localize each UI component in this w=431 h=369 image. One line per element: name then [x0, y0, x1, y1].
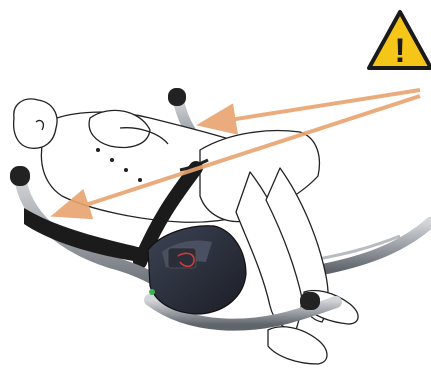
warning-triangle-icon: !	[369, 12, 431, 70]
frame-cap-bottom	[300, 292, 320, 310]
frame-cap-left	[10, 166, 30, 186]
handle-cap-top	[168, 88, 186, 106]
warning-exclamation: !	[394, 32, 405, 70]
motor-housing	[148, 226, 246, 314]
status-light-icon	[149, 289, 155, 295]
